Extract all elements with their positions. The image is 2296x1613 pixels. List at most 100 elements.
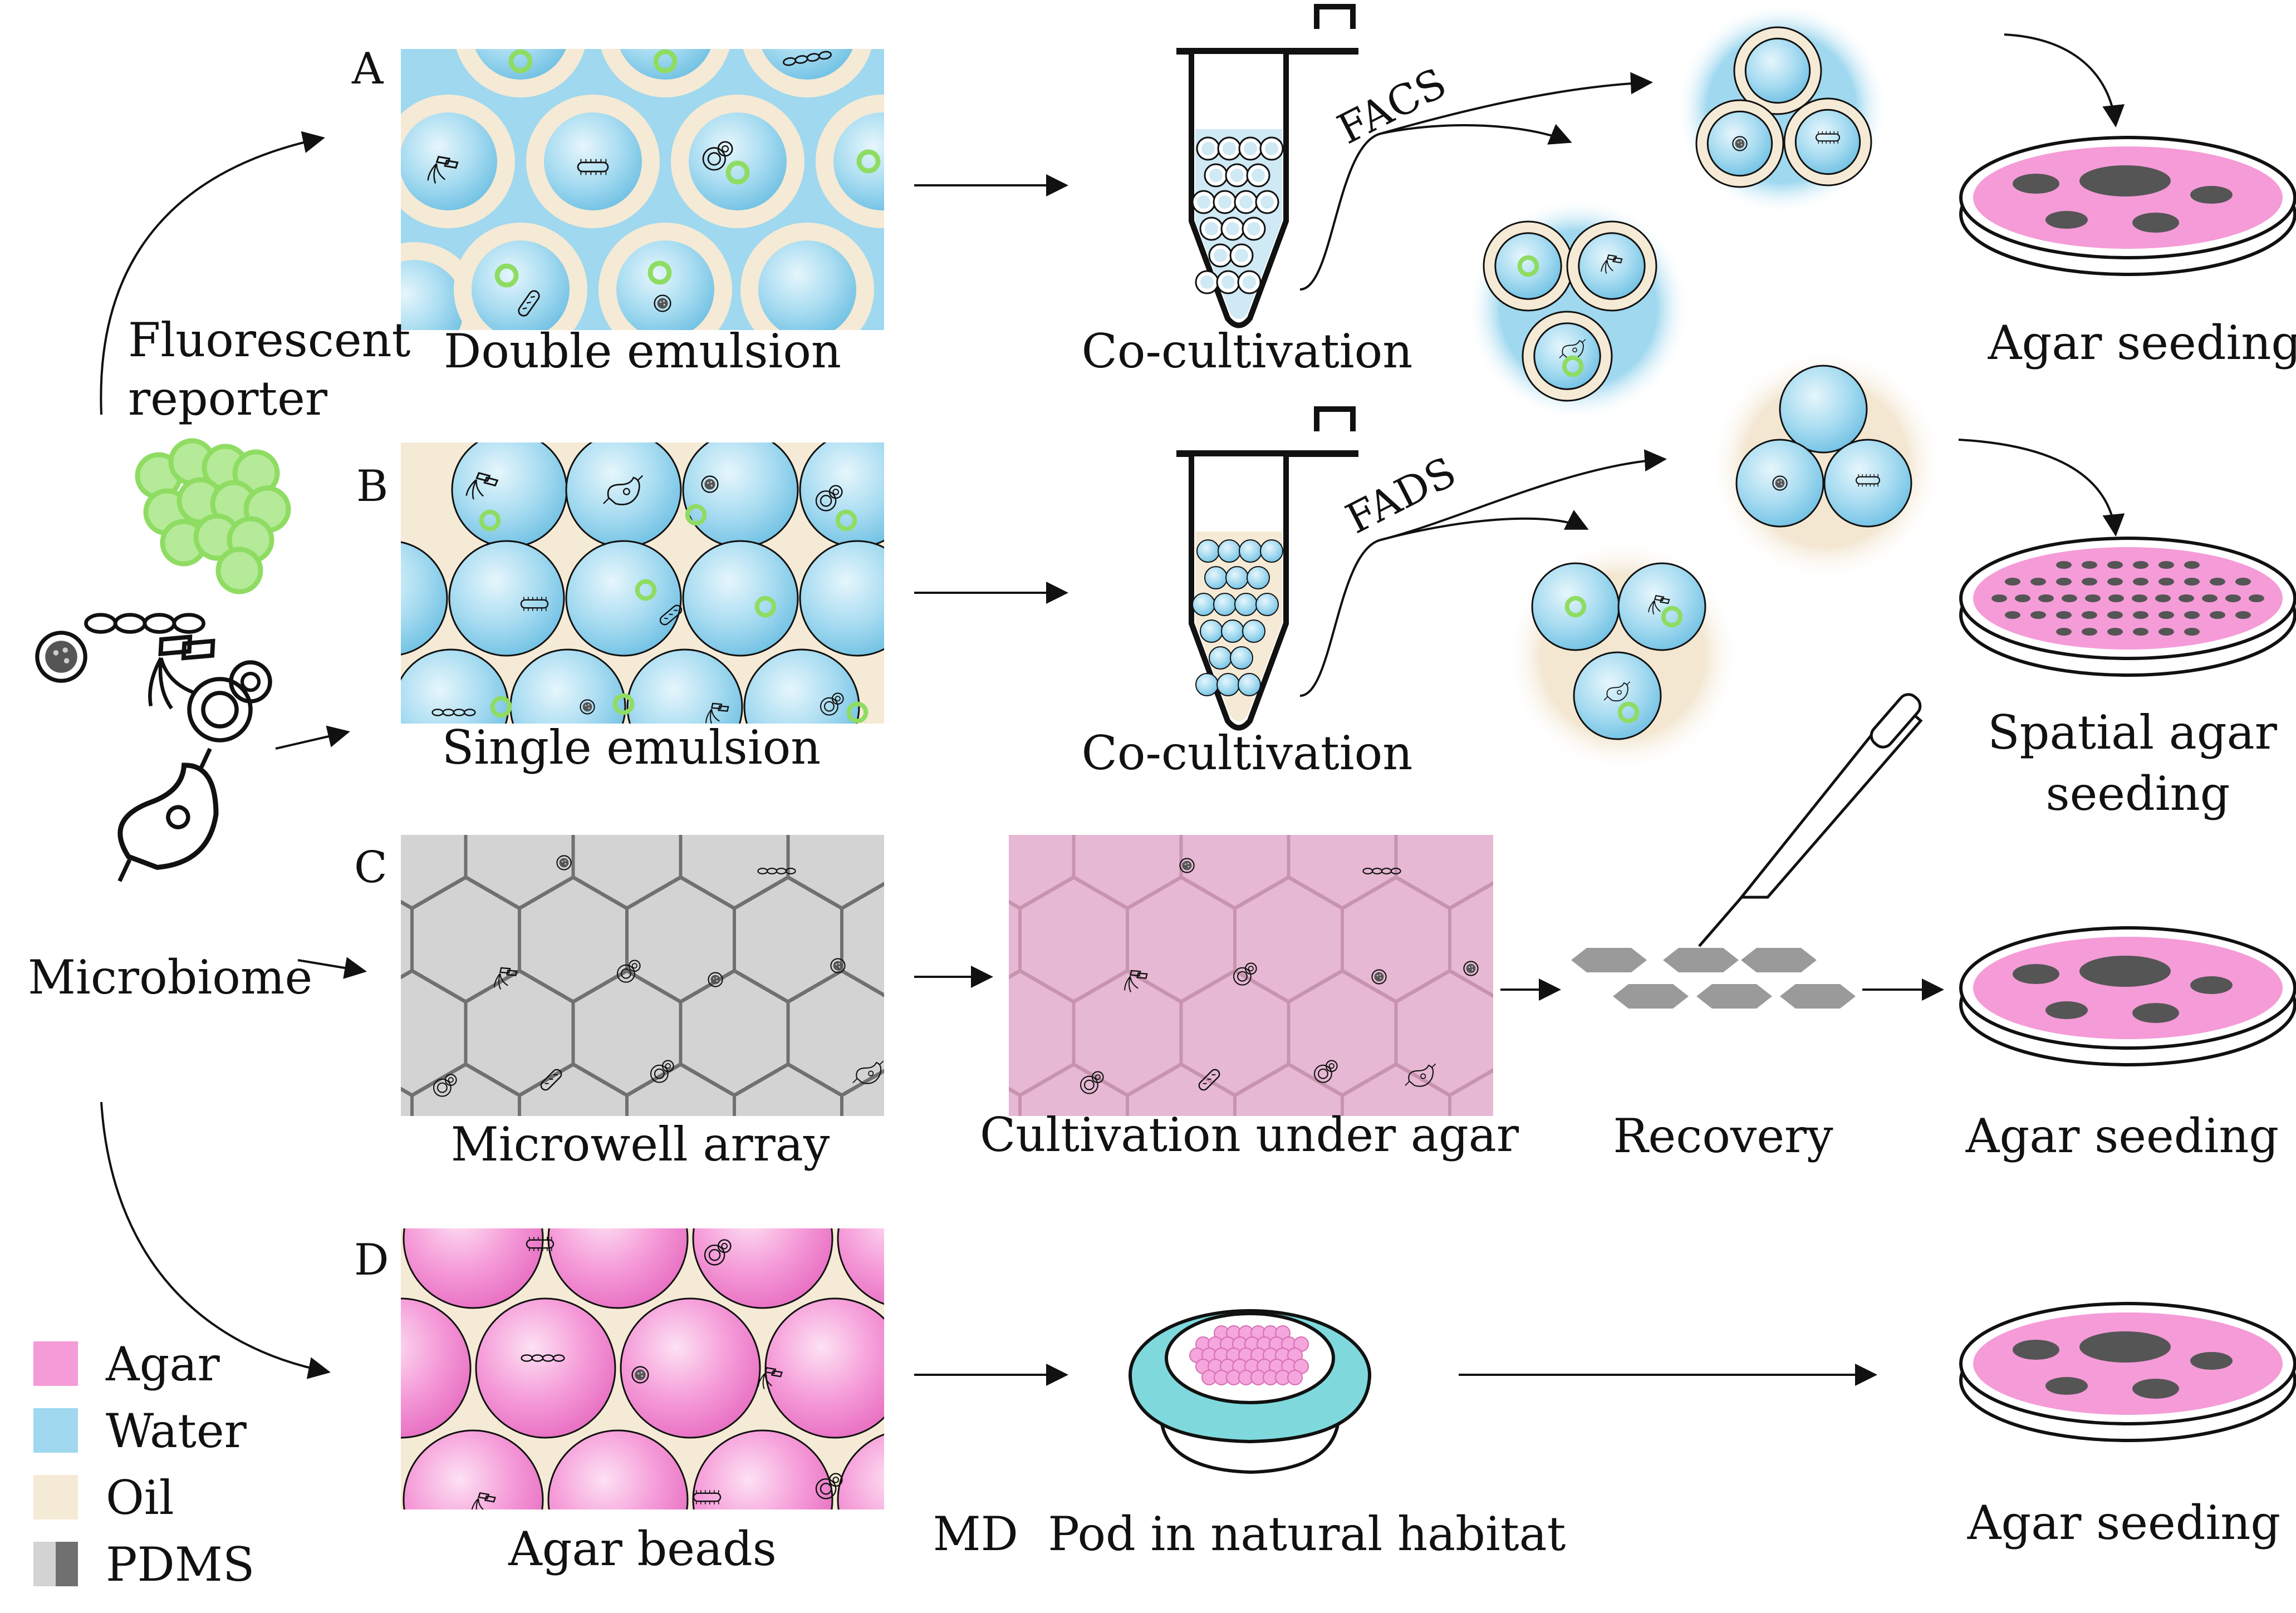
colony [2235, 578, 2251, 586]
colony [2082, 561, 2097, 569]
colony [2082, 611, 2097, 619]
emulsion-droplet [1225, 566, 1249, 589]
recovery-label: Recovery [1613, 1109, 1833, 1163]
colony [2132, 1379, 2179, 1399]
agar-medium [1973, 146, 2283, 249]
microwell [1009, 835, 1072, 906]
colony [2038, 594, 2054, 602]
panel-a-double-emulsion [401, 49, 884, 330]
colony [2079, 956, 2171, 987]
arrow-to-panel-b [275, 725, 350, 750]
agar-bead [401, 1297, 472, 1439]
microwell [414, 1066, 518, 1116]
water-droplet [799, 540, 884, 657]
tube-a-icon [1176, 4, 1358, 328]
colony [2202, 594, 2217, 602]
microwell [1290, 973, 1395, 1093]
colony [2158, 611, 2174, 619]
facs-sort-arrow-secondary [1380, 124, 1572, 145]
agar-bead [475, 1297, 616, 1439]
agar-bead [692, 1429, 833, 1509]
water-core [758, 240, 856, 330]
microwell [1237, 1066, 1341, 1116]
recovered-well [1696, 984, 1772, 1009]
panel-d-letter: D [354, 1235, 389, 1285]
colony [2190, 976, 2233, 994]
microwell [629, 879, 733, 1000]
agar-bead [403, 1429, 544, 1509]
legend-swatch-oil [33, 1475, 78, 1519]
colony [2013, 174, 2059, 194]
colony [2079, 1331, 2171, 1363]
panel-c-microwell-array [253, 786, 884, 1116]
panel-b-label: Single emulsion [442, 720, 821, 775]
agar-bead [764, 1297, 884, 1439]
panel-c-label: Microwell array [451, 1117, 830, 1172]
emulsion-droplet [1192, 593, 1215, 616]
fluorescent-reporter-label-line2: reporter [128, 371, 328, 426]
microwell [1129, 1066, 1233, 1116]
microwell [467, 835, 572, 906]
tube-b-icon [1176, 406, 1358, 731]
agar-bead [547, 1429, 689, 1509]
colony [2013, 1340, 2059, 1360]
colony [2190, 186, 2233, 204]
emulsion-droplet [1216, 673, 1240, 696]
emulsion-droplet [1260, 539, 1283, 563]
microwell [1237, 879, 1341, 1000]
water-droplet [1823, 439, 1912, 528]
legend-swatch-water [33, 1408, 78, 1453]
water-core [1794, 109, 1861, 175]
panel-d-agar-beads [401, 1228, 884, 1509]
agar-bead [837, 1228, 884, 1305]
sorted-droplets-b-bottom [1506, 539, 1740, 773]
microwell [682, 835, 787, 906]
water-droplet [682, 540, 799, 657]
microwell [1009, 904, 1018, 975]
microwell [843, 1073, 884, 1116]
colony [2013, 964, 2059, 984]
colony [2132, 213, 2179, 233]
colony [2107, 578, 2123, 586]
cocultivation-b-label: Co-cultivation [1082, 726, 1413, 780]
colony [1991, 594, 2007, 602]
water-core [1578, 232, 1646, 300]
emulsion-droplet [1247, 566, 1270, 589]
microwell [521, 1066, 625, 1116]
colony [2184, 561, 2200, 569]
panel-c-letter: C [354, 843, 387, 893]
legend-label-pdms: PDMS [106, 1537, 254, 1592]
panel-a-letter: A [351, 44, 384, 94]
arrow-to-panel-a [100, 131, 325, 415]
reporter-bead [215, 547, 263, 594]
cultivation-under-agar-label: Cultivation under agar [980, 1108, 1519, 1162]
emulsion-droplet [1255, 593, 1279, 616]
water-core [472, 240, 570, 330]
sorted-droplets-b-top [1709, 348, 1943, 582]
panel-b-single-emulsion [401, 442, 884, 724]
colony [2132, 594, 2147, 602]
water-droplet [1617, 562, 1706, 651]
water-core [1494, 232, 1562, 300]
water-droplet [565, 540, 682, 657]
water-core [475, 49, 566, 80]
sorted-droplets-a-bottom [1467, 198, 1690, 420]
microwell [789, 973, 884, 1093]
colony [2045, 1001, 2088, 1019]
microwell [1505, 786, 1610, 906]
colony [2062, 594, 2077, 602]
colony [2085, 594, 2101, 602]
microwell [253, 786, 357, 906]
colony [2108, 594, 2124, 602]
emulsion-droplet [1195, 673, 1219, 696]
colony [2158, 628, 2174, 636]
agar-bead [1287, 1370, 1303, 1385]
microwell [1397, 835, 1493, 906]
emulsion-droplet [1218, 539, 1241, 563]
recovered-wells-icon [1571, 948, 1856, 1009]
colony [2005, 611, 2020, 619]
pipette-icon [1698, 693, 1923, 947]
water-droplet [401, 541, 448, 656]
microwell [521, 879, 625, 1000]
water-droplet [451, 442, 568, 548]
